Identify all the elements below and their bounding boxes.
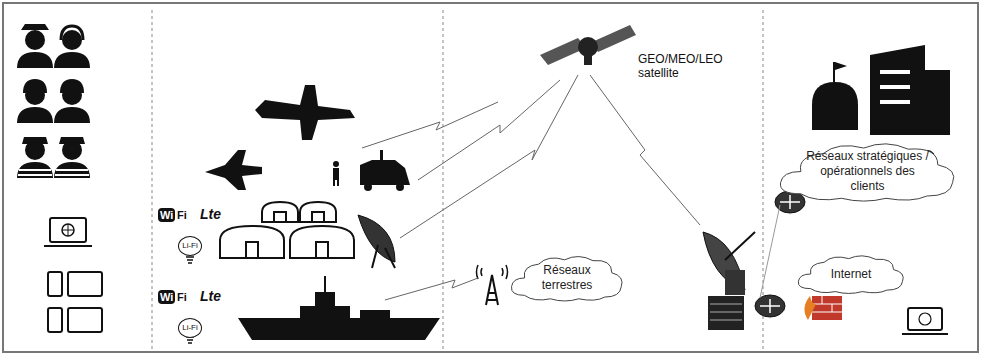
radio-links [362, 75, 780, 300]
ship-icon [238, 276, 440, 340]
firewall [804, 296, 842, 320]
frame [3, 3, 978, 352]
lifi-logo: Li-Fi [178, 318, 202, 338]
lifi-logo: Li-Fi [178, 236, 202, 256]
network-cloud: Réseaux terrestres [508, 252, 626, 304]
network-cloud: Réseaux stratégiques / opérationnels des… [775, 138, 960, 205]
satellite-icon [540, 25, 636, 65]
satellite-label: GEO/MEO/LEO satellite [638, 52, 718, 81]
aircraft-icons [205, 85, 355, 190]
personnel-icons [17, 24, 90, 178]
lte-logo: Lte [200, 206, 221, 222]
user-devices [44, 218, 102, 332]
wifi-logo: Fi [177, 290, 187, 304]
cloud-label: Réseaux stratégiques / opérationnels des… [805, 149, 930, 194]
ground-station [703, 232, 755, 330]
shelter-icons [220, 202, 354, 258]
column-dividers [152, 10, 763, 350]
wifi-logo: Wi [158, 208, 175, 222]
wifi-logo: Fi [177, 208, 187, 222]
cloud-label: Internet [831, 267, 872, 282]
user-laptop [902, 308, 948, 334]
wifi-logo: Wi [158, 290, 175, 304]
radio-tower [477, 265, 508, 305]
lte-logo: Lte [200, 288, 221, 304]
field-antenna [358, 215, 395, 268]
cloud-label: Réseaux terrestres [527, 263, 607, 293]
ground-vehicle-icons [333, 150, 410, 191]
network-cloud: Internet [795, 252, 907, 296]
routers [755, 191, 805, 317]
